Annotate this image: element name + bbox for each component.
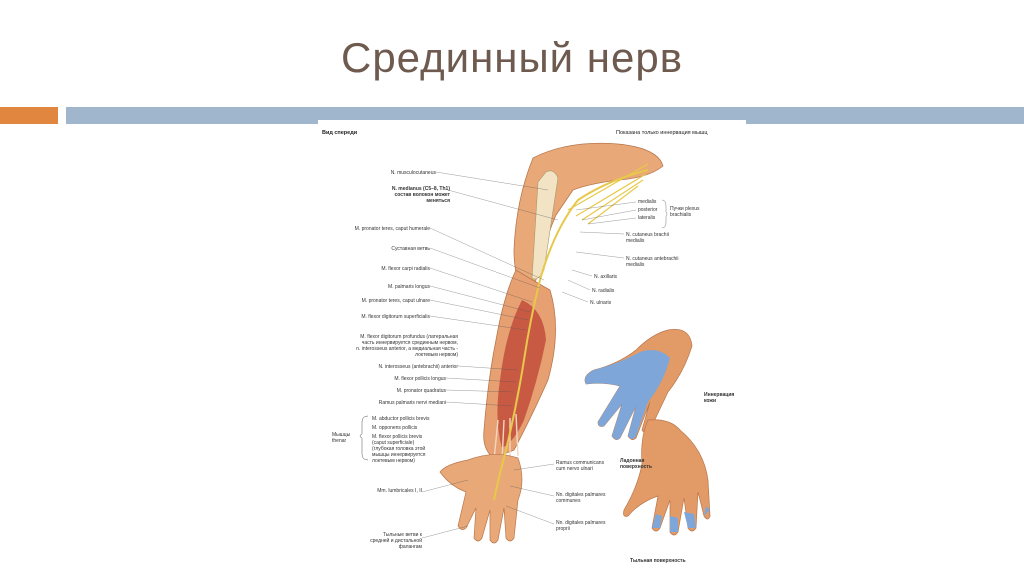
label-fpb-note-1: (caput superficiale) [372, 440, 415, 446]
legend-innervation-2: кожи [704, 398, 717, 404]
label-ramus-communicans-2: cum nervo ulnari [556, 466, 593, 472]
label-cutaneus-antebrachii-medialis: medialis [626, 262, 645, 268]
label-lateralis-cord: lateralis [638, 215, 656, 221]
label-posterior-cord: posterior [638, 207, 658, 213]
label-fpb-note-4: локтевым нервом) [372, 458, 415, 464]
label-palmar-surface-2: поверхность [620, 464, 652, 470]
label-pronator-teres-ulnare: M. pronator teres, caput ulnare [361, 298, 430, 304]
label-articular-branch: Суставная ветвь [391, 246, 430, 252]
label-digitales-communes: Nn. digitales palmares [556, 492, 606, 498]
accent-bar-blue [66, 107, 1024, 124]
label-ramus-communicans: Ramus communicans [556, 460, 605, 466]
label-medianus-note-2: меняться [426, 198, 450, 204]
label-ulnaris: N. ulnaris [590, 300, 612, 306]
page-title: Срединный нерв [340, 34, 684, 81]
label-pronator-quadratus: M. pronator quadratus [396, 388, 446, 394]
label-fdp-note-3: локтевым нервом) [415, 352, 458, 358]
label-palmar-surface-1: Ладонная [620, 458, 645, 464]
label-medianus-note-1: состав волокон может [394, 192, 450, 198]
label-dorsal-branches-2: средней и дистальной [370, 538, 422, 544]
leader-lines-right [505, 201, 637, 525]
brachial-plexus-cords [567, 163, 649, 225]
label-medianus: N. medianus (C5–8, Th1) [391, 186, 450, 192]
label-digitales-proprii: Nn. digitales palmares [556, 520, 606, 526]
label-pronator-teres-humerale: M. pronator teres, caput humerale [354, 226, 430, 232]
label-opponens-pollicis: M. opponens pollicis [372, 425, 418, 431]
label-fpb-note-3: мышцы иннервируется [372, 452, 426, 458]
note-label: Показана только иннервация мышц [616, 130, 708, 136]
median-nerve-illustration: Вид спереди Показана только иннервация м… [318, 120, 746, 574]
label-musculocutaneus: N. musculocutaneus [390, 170, 436, 176]
label-flexor-digitorum-profundus: M. flexor digitorum profundus (латеральн… [360, 334, 458, 340]
label-flexor-carpi-radialis: M. flexor carpi radialis [381, 266, 430, 272]
label-plexus-2: brachialis [670, 212, 692, 218]
dorsal-hand [623, 419, 711, 536]
median-nerve-path [493, 169, 649, 501]
label-ramus-palmaris: Ramus palmaris nervi mediani [378, 400, 446, 406]
legend-innervation-1: Иннервация [704, 392, 735, 398]
label-dorsal-branches-1: Тыльные ветви к [382, 532, 422, 538]
label-flexor-digitorum-superficialis: M. flexor digitorum superficialis [361, 314, 430, 320]
label-flexor-pollicis-brevis: M. flexor pollicis brevis [372, 434, 423, 440]
thenar-brace [359, 415, 369, 461]
palmar-innervation-area [585, 350, 670, 440]
label-thenar-group-1: Мышцы [332, 432, 351, 438]
label-flexor-pollicis-longus: M. flexor pollicis longus [394, 376, 446, 382]
label-cutaneus-brachii: N. cutaneus brachii [626, 232, 669, 238]
label-digitales-proprii-2: proprii [556, 526, 570, 532]
label-abductor-pollicis-brevis: M. abductor pollicis brevis [372, 416, 430, 422]
label-radialis: N. radialis [592, 288, 615, 294]
label-axillaris: N. axillaris [594, 274, 618, 280]
label-digitales-communes-2: communes [556, 498, 581, 504]
label-plexus-1: Пучки plexus [670, 206, 700, 212]
label-lumbricales: Mm. lumbricales I, II [377, 488, 422, 494]
accent-bar-orange [0, 107, 58, 124]
label-dorsal-branches-3: фалангам [398, 544, 422, 550]
view-label: Вид спереди [322, 130, 358, 136]
tendons [493, 413, 519, 463]
label-medialis-cord: medialis [638, 199, 657, 205]
label-fdp-note-2: n. interosseus anterior, а медиальная ча… [356, 346, 458, 352]
label-thenar-group-2: thenar [332, 438, 347, 444]
label-dorsal-surface: Тыльная поверхность [630, 558, 686, 564]
label-cutaneus-antebrachii: N. cutaneus antebrachii [626, 256, 679, 262]
plexus-brace [661, 199, 668, 229]
label-interosseus-anterior: N. interosseus (antebrachii) anterior [378, 364, 458, 370]
dorsal-innervation-tips [652, 506, 710, 532]
arm-anatomy-drawing [359, 142, 711, 544]
label-fdp-note-1: часть иннервируется срединным нервом, [361, 340, 458, 346]
label-cutaneus-brachii-medialis: medialis [626, 238, 645, 244]
hand-shape [439, 454, 523, 544]
leader-lines-left [421, 171, 559, 539]
label-palmaris-longus: M. palmaris longus [388, 284, 430, 290]
label-fpb-note-2: (глубокая головка этой [372, 446, 426, 452]
